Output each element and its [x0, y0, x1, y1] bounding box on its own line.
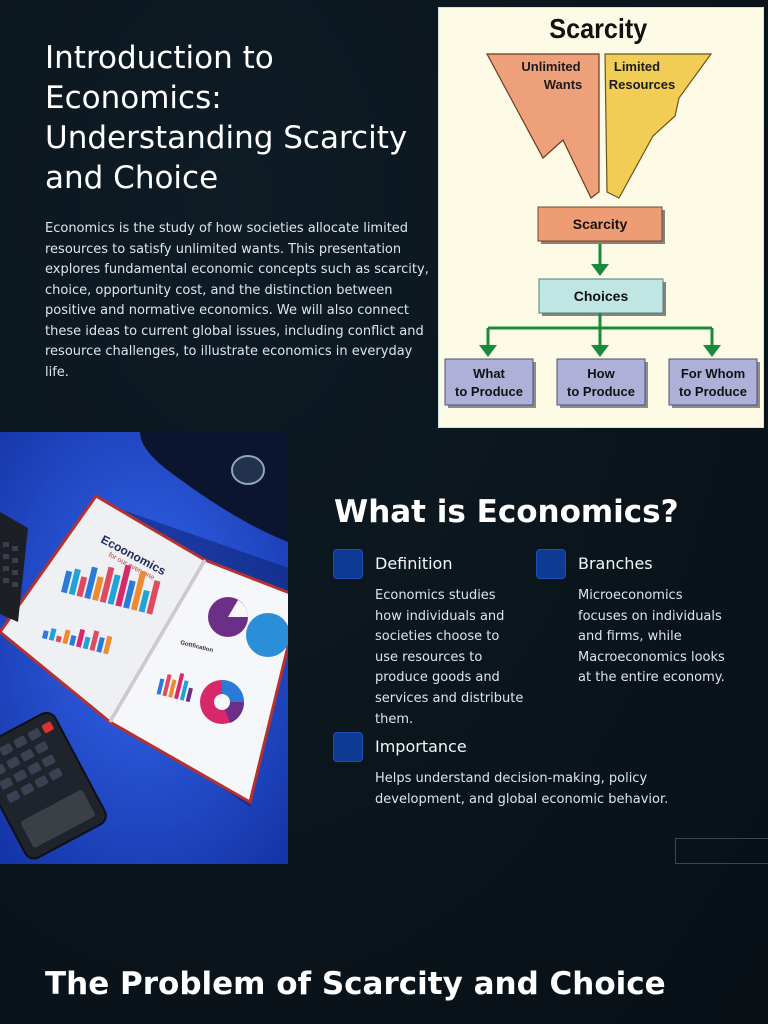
branches-item: Branches Microeconomics focuses on indiv…: [536, 549, 736, 689]
section-title: What is Economics?: [334, 494, 679, 530]
economics-book-photo: Ecoonomics for our everyone: [0, 432, 288, 864]
choices-box: [538, 278, 664, 314]
scarcity-box-label: Scarcity: [573, 216, 628, 232]
importance-item: Importance Helps understand decision-mak…: [333, 732, 753, 822]
how-label: How: [587, 366, 615, 381]
what-label: What: [473, 366, 505, 381]
importance-body: Helps understand decision-making, policy…: [375, 771, 669, 807]
hero-description: Economics is the study of how societies …: [45, 221, 429, 380]
what-is-economics-section: Ecoonomics for our everyone: [0, 432, 768, 864]
branches-square-icon: [536, 549, 566, 579]
branch-arrow-icon: [479, 345, 497, 357]
for-whom-label: For Whom: [681, 366, 745, 381]
how-to-produce-label: to Produce: [567, 384, 635, 399]
bar-chart-graphic: [61, 564, 161, 615]
unlimited-wants-arrow: [485, 53, 600, 199]
right-bar-chart-graphic: [156, 673, 193, 703]
definition-square-icon: [333, 549, 363, 579]
for-whom-to-produce-label: to Produce: [679, 384, 747, 399]
choices-box-label: Choices: [574, 288, 629, 304]
importance-square-icon: [333, 732, 363, 762]
importance-heading: Importance: [375, 737, 467, 756]
branch-arrow-icon: [703, 345, 721, 357]
small-bar-chart-graphic: [41, 628, 113, 655]
calculator-top-graphic: [0, 512, 28, 622]
down-arrow-icon: [591, 264, 609, 276]
definition-item: Definition Economics studies how individ…: [333, 549, 523, 729]
branch-arrow-icon: [591, 345, 609, 357]
definition-body: Economics studies how individuals and so…: [375, 588, 524, 727]
resources-label: Resources: [609, 77, 675, 92]
decorative-outline-box: [675, 838, 768, 864]
book-illustration: Ecoonomics for our everyone: [0, 432, 288, 864]
scarcity-section-title: The Problem of Scarcity and Choice: [45, 966, 666, 1002]
unlimited-label: Unlimited: [521, 59, 580, 74]
what-to-produce-label: to Produce: [455, 384, 523, 399]
diagram-title: Scarcity: [549, 13, 647, 45]
donut-graphic: [246, 613, 288, 657]
limited-resources-arrow: [604, 53, 713, 199]
branches-body: Microeconomics focuses on individuals an…: [578, 588, 725, 686]
branches-heading: Branches: [578, 554, 653, 573]
limited-label: Limited: [614, 59, 660, 74]
hero-title: Introduction to Economics: Understanding…: [45, 40, 408, 196]
scarcity-diagram-svg: Scarcity Unlimited Wants Limited Resourc…: [444, 13, 760, 408]
scarcity-diagram: Scarcity Unlimited Wants Limited Resourc…: [438, 7, 764, 428]
calculator-bottom-graphic: [0, 711, 107, 860]
how-to-produce-box: [556, 358, 646, 406]
wants-label: Wants: [544, 77, 583, 92]
what-to-produce-box: [444, 358, 534, 406]
definition-heading: Definition: [375, 554, 453, 573]
scarcity-box: [537, 206, 663, 242]
for-whom-box: [668, 358, 758, 406]
